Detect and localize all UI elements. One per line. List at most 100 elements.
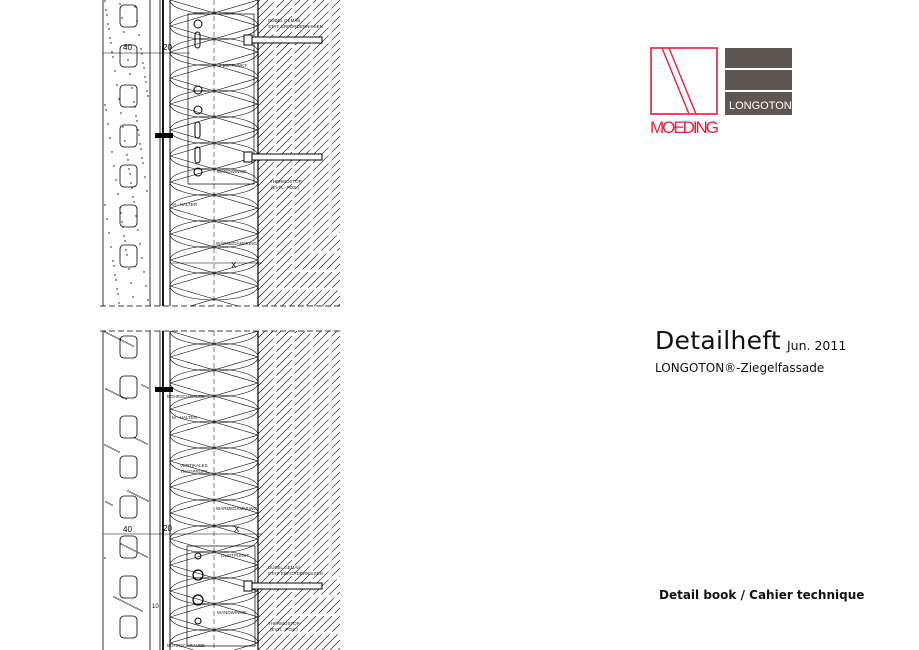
bolt [194, 617, 202, 625]
wall-hatch [321, 287, 340, 306]
label-thermostop-2: (EVTL.-POS.) [270, 627, 298, 632]
tile-speckle [114, 274, 116, 276]
wall-bracket [186, 545, 256, 647]
tile-speckle [140, 553, 142, 555]
tile-speckle [106, 332, 108, 334]
dowel-head [243, 34, 253, 46]
tile-speckle [135, 494, 137, 496]
longoton-block [725, 70, 792, 90]
tile-speckle [123, 397, 125, 399]
tile-cavity [119, 535, 138, 559]
tile-speckle [127, 59, 129, 61]
tile-speckle [126, 254, 128, 256]
tile-speckle [141, 53, 143, 55]
tile-speckle [123, 601, 125, 603]
tile-speckle [130, 548, 132, 550]
label-holder: M - HALTER [172, 415, 198, 420]
wall-hatch [313, 623, 340, 650]
tile-speckle [111, 51, 113, 53]
tile-speckle [119, 207, 121, 209]
label-wall-bracket: WANDWINKEL [217, 610, 248, 615]
tile-speckle [118, 302, 120, 304]
wall-hatch [329, 295, 340, 306]
tile-speckle [115, 597, 117, 599]
tile-speckle [135, 607, 137, 609]
wall-hatch [257, 215, 340, 299]
wall-hatch [257, 331, 266, 339]
label-screw-2: BOHRSCHRAUBE [167, 643, 205, 648]
wall-hatch [257, 375, 340, 459]
wall-hatch [257, 331, 330, 403]
label-sliding-point: GLEITPUNKT [221, 553, 250, 558]
tile-speckle [119, 599, 121, 601]
wall-hatch [257, 7, 340, 91]
tile-speckle [114, 336, 116, 338]
wall-hatch [281, 591, 340, 650]
tile-speckle [108, 446, 110, 448]
tile-speckle [113, 392, 115, 394]
tile-speckle [110, 447, 112, 449]
tile-speckle [118, 98, 120, 100]
tile-speckle [107, 502, 109, 504]
dowel [251, 582, 323, 590]
tile-speckle [106, 14, 108, 16]
tile-speckle [136, 551, 138, 553]
tile-speckle [132, 549, 134, 551]
tile-speckle [138, 34, 140, 36]
tile-speckle [141, 497, 143, 499]
tile-speckle [128, 547, 130, 549]
insulation-diagonal [190, 285, 259, 306]
tile-speckle [107, 389, 109, 391]
wall-hatch [257, 0, 325, 67]
wall-hatch [257, 331, 282, 355]
wall-hatch [273, 239, 340, 306]
wall-hatch [257, 407, 340, 491]
tile-speckle [117, 598, 119, 600]
tile-speckle [145, 285, 147, 287]
wall-bracket [187, 13, 255, 185]
label-insulation: WÄRMEDÄMMUNG [216, 240, 257, 246]
tile-speckle [147, 299, 149, 301]
tile-speckle [112, 260, 114, 262]
wall-hatch [257, 447, 340, 531]
tile-speckle [129, 173, 131, 175]
insulation-diagonal [169, 356, 259, 384]
wall-hatch [257, 71, 340, 155]
wall-hatch [257, 0, 301, 43]
wall-hatch [257, 567, 340, 650]
wall-hatch [257, 551, 340, 635]
tile-speckle [130, 344, 132, 346]
tile-speckle [145, 81, 147, 83]
tile-speckle [137, 495, 139, 497]
tile-speckle [130, 282, 132, 284]
wall-hatch [257, 191, 340, 275]
wall-hatch [257, 143, 340, 227]
wall-hatch [257, 207, 340, 291]
wall-hatch [257, 119, 340, 203]
tile-speckle [105, 9, 107, 11]
tile-speckle [109, 390, 111, 392]
tile-speckle [133, 101, 135, 103]
tile-speckle [138, 439, 140, 441]
wall-hatch [257, 431, 340, 515]
tile-cavity [119, 4, 138, 28]
sliding-bolt [192, 594, 204, 606]
tile-cavity [119, 84, 138, 108]
wall-hatch [257, 167, 340, 251]
wall-hatch [257, 463, 340, 547]
tile-speckle [135, 215, 137, 217]
tile-speckle [127, 159, 129, 161]
tile-speckle [126, 154, 128, 156]
tile-speckle [122, 544, 124, 546]
tile-speckle [144, 176, 146, 178]
tile-speckle [119, 3, 121, 5]
tile-speckle [136, 20, 138, 22]
tile-speckle [116, 288, 118, 290]
dim-tile: 40 [123, 525, 132, 534]
tile-speckle [111, 391, 113, 393]
tile-speckle [112, 448, 114, 450]
tile-speckle [115, 179, 117, 181]
tile-speckle [131, 492, 133, 494]
tile-speckle [145, 386, 147, 388]
tile-speckle [122, 340, 124, 342]
